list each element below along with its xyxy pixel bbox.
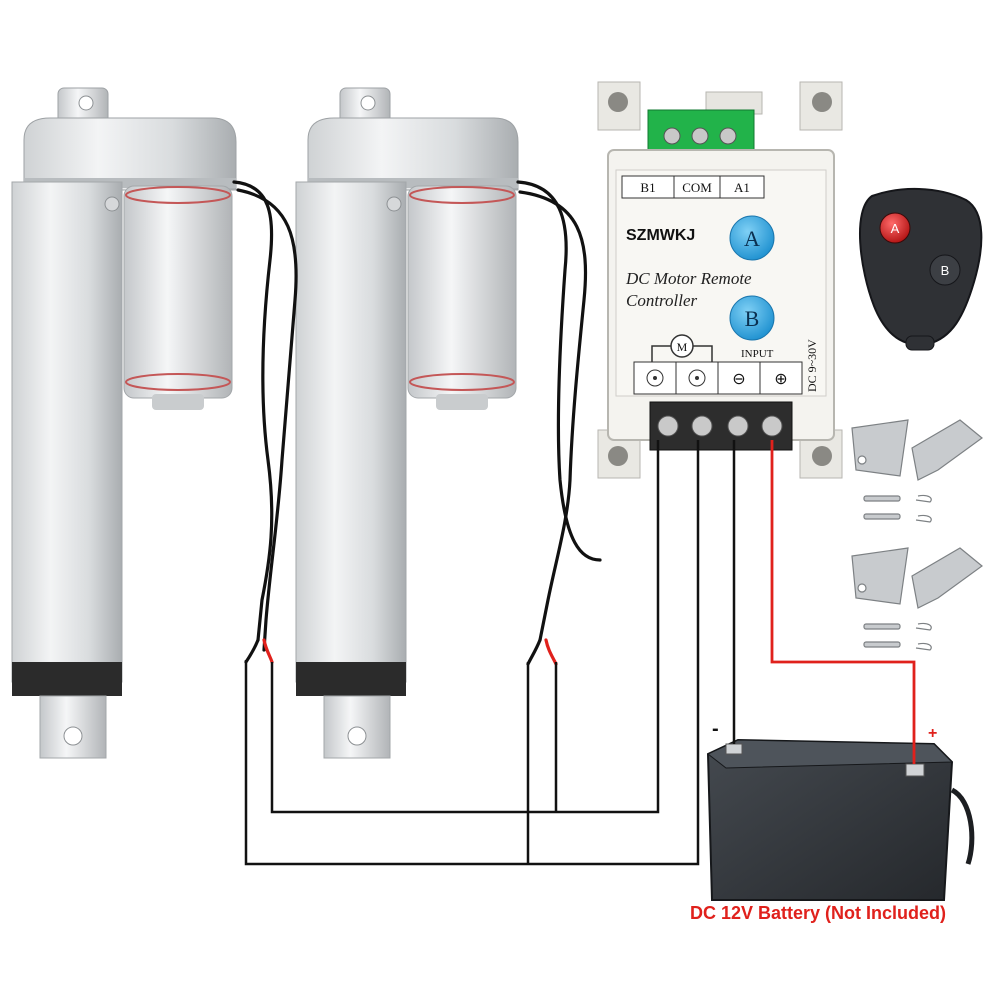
input-plus-symbol: ⊕ [774,371,787,388]
dc-motor-remote-controller [597,81,843,479]
remote-button-a [879,212,911,244]
input-minus-symbol: ⊖ [732,371,745,388]
battery-12v [706,738,975,901]
battery-positive-mark: + [928,725,937,742]
actuator-cables [232,180,602,666]
battery-caption: DC 12V Battery (Not Included) [690,903,947,923]
controller-title-line2: Controller [626,291,698,310]
remote-control-fob [858,188,983,351]
controller-button-b-label: B [745,306,760,331]
wire-motor-lead-middle [270,440,660,814]
wiring-black [244,440,736,866]
controller-button-a [729,215,775,261]
remote-button-b [929,254,961,286]
battery-negative-terminal [725,743,743,755]
linear-actuator-right [295,87,519,759]
linear-actuator-left [11,87,237,759]
battery-negative-mark: - [712,718,719,740]
motor-symbol-label: M [677,340,688,354]
remote-button-a-label: A [891,221,900,236]
wire-motor-lead-bottom [244,440,700,866]
controller-title-line1: DC Motor Remote [625,269,752,288]
battery-positive-terminal [905,763,925,777]
wire-battery-positive [770,440,916,764]
remote-button-b-label: B [941,263,950,278]
voltage-label: DC 9~30V [805,339,819,392]
input-label: INPUT [741,348,774,360]
controller-brand: SZMWKJ [626,227,695,244]
mounting-hardware [851,419,983,651]
controller-button-a-label: A [744,226,760,251]
terminal-label-com: COM [682,180,712,195]
controller-button-b [729,295,775,341]
terminal-label-a1: A1 [734,180,750,195]
terminal-label-b1: B1 [640,180,655,195]
